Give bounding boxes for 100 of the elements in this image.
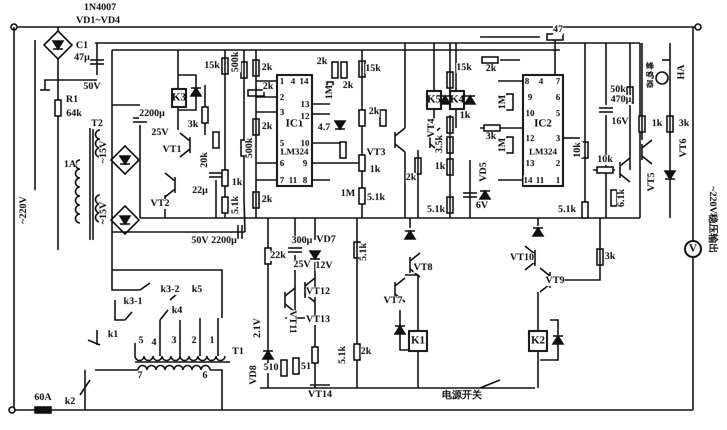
pin-number: 2 (556, 158, 560, 168)
component-label: 2k (368, 107, 380, 117)
component-label: 47μ (74, 53, 90, 63)
component-label: K2 (530, 336, 546, 346)
voltmeter-circle (684, 240, 702, 258)
component-label: VD8 (249, 365, 259, 385)
component-label: 22k (270, 251, 286, 261)
component-label: ~15V (99, 202, 109, 224)
component-label: 1k (232, 178, 242, 188)
relay-coil (171, 88, 187, 108)
pin-number: 11 (536, 175, 544, 185)
pin-number: 12 (526, 133, 534, 143)
component-label: 50V (83, 82, 101, 92)
component-label: 1k (460, 111, 470, 121)
component-label: 5.1k (338, 346, 348, 364)
pin-number: 7 (556, 76, 560, 86)
pin-number: 13 (526, 158, 534, 168)
component-label: 5.1k (366, 193, 386, 203)
component-label: ~15V (99, 140, 109, 164)
relay-coil (408, 330, 428, 352)
component-label: 2k (262, 122, 272, 132)
component-label: 5.1k (231, 196, 241, 214)
component-label: 6V (476, 201, 488, 211)
component-label: 1M (325, 84, 335, 100)
component-label: 25V (151, 128, 169, 138)
component-label: VT12 (306, 287, 330, 297)
component-label: 15k (204, 61, 220, 71)
chip-type: LM324 (529, 146, 557, 158)
component-label: 6.1k (617, 188, 627, 208)
component-label: VT9 (546, 276, 564, 286)
relay-coil (426, 90, 442, 110)
component-label: 1N4007 (84, 3, 116, 13)
component-label: ~220V稳压输出 (707, 186, 717, 254)
component-label: k3-1 (124, 297, 142, 307)
component-label: 2k (486, 64, 496, 74)
pin-number: 1 (556, 175, 560, 185)
component-label: 2.1V (253, 318, 263, 338)
component-label: VT6 (679, 138, 689, 158)
pin-number: 3 (556, 133, 560, 143)
component-label: K4 (450, 94, 464, 106)
component-label: VT1 (162, 145, 182, 155)
component-label: 51 (301, 362, 311, 372)
pin-number: 10 (526, 108, 534, 118)
component-label: K5 (426, 94, 442, 106)
component-label: VT8 (414, 263, 432, 273)
pin-number: 1 (280, 76, 284, 86)
component-label: 2k (360, 347, 372, 357)
pin-number: 9 (528, 92, 532, 102)
component-label: 50k (610, 85, 626, 95)
component-label: 3k (678, 119, 690, 129)
component-label: 1M (340, 189, 356, 199)
component-label: VD5 (479, 162, 489, 182)
component-label: VT2 (150, 199, 170, 209)
pin-number: 9 (302, 158, 308, 168)
relay-coil (528, 330, 548, 352)
component-label: VD1~VD4 (76, 16, 120, 26)
chip-type: LM324 (280, 146, 308, 158)
component-label: 1k (434, 162, 446, 172)
component-label: VT3 (366, 148, 386, 158)
pin-number: 5 (280, 138, 284, 148)
component-label: 1k (652, 119, 662, 129)
component-label: VT7 (384, 296, 402, 306)
pin-number: 6 (280, 158, 284, 168)
component-label: 1M (498, 138, 508, 152)
component-label: ~220V (19, 196, 29, 224)
component-label: k3-2 (160, 285, 180, 295)
component-label: 16V (611, 117, 629, 127)
component-label: VT10 (510, 253, 534, 263)
component-label: 12V (315, 261, 333, 271)
component-label: VT13 (306, 315, 330, 325)
component-label: k4 (172, 306, 182, 316)
component-label: 64k (66, 109, 82, 119)
pin-number: 3 (280, 107, 284, 117)
component-label: 6 (202, 371, 208, 381)
component-label: 2200μ (211, 236, 237, 246)
pin-number: 4 (290, 76, 296, 86)
component-label: 60A (34, 393, 52, 403)
component-label: 500k (231, 52, 241, 72)
pin-number: 11 (288, 175, 298, 185)
component-label: 7 (138, 371, 142, 381)
component-label: 50V (191, 236, 209, 246)
component-label: 5.1k (558, 205, 576, 215)
component-label: k5 (192, 285, 202, 295)
component-label: 47 (553, 25, 563, 35)
component-label: 2k (262, 195, 272, 205)
component-label: 5.1k (426, 205, 446, 215)
component-label: 5 (138, 336, 144, 346)
component-label: V (689, 244, 697, 254)
pin-number: 13 (300, 99, 310, 109)
component-label: k1 (108, 330, 118, 340)
component-label: VT5 (647, 172, 657, 192)
pin-number: 8 (524, 76, 530, 86)
component-label: 2k (316, 57, 328, 67)
component-label: 2 (192, 336, 196, 346)
component-label: VD7 (316, 235, 336, 245)
component-label: k2 (64, 397, 76, 407)
component-label: 2k (262, 63, 272, 73)
component-label: 5.1k (359, 242, 369, 262)
component-label: 3 (172, 336, 176, 346)
pin-number: 2 (280, 92, 284, 102)
